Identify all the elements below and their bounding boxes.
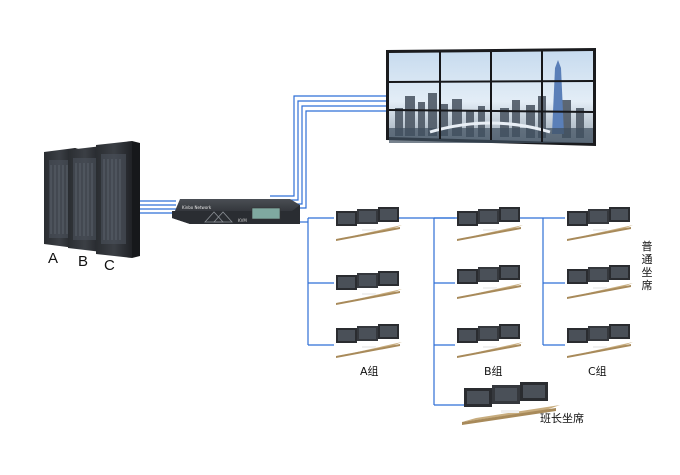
rack-label-c: C	[104, 257, 115, 274]
rack-label-a: A	[48, 250, 59, 267]
supervisor-seat-label: 班长坐席	[540, 412, 584, 425]
seat-c2	[567, 265, 633, 299]
regular-seats-label: 普通坐席	[641, 240, 653, 292]
group-b-label: B组	[484, 365, 503, 378]
tower-icon	[552, 60, 564, 134]
kvm-device: Kinbo Network KVM	[172, 199, 300, 224]
seat-b1	[457, 207, 523, 241]
rack-label-b: B	[78, 253, 89, 270]
rack-cables	[135, 200, 176, 214]
supervisor-seat	[462, 382, 560, 425]
wall-cables	[270, 95, 386, 209]
group-c-label: C组	[588, 365, 607, 378]
seat-a3	[336, 324, 402, 358]
video-wall	[386, 48, 596, 146]
seat-c1	[567, 207, 633, 241]
seat-b2	[457, 265, 523, 299]
device-model: KVM	[238, 218, 247, 223]
seat-a2	[336, 271, 402, 305]
group-a-label: A组	[360, 365, 379, 378]
device-brand: Kinbo Network	[182, 205, 212, 210]
seat-network-lines	[298, 217, 565, 406]
rack-c	[96, 141, 140, 258]
rack-b	[68, 146, 109, 252]
seat-b3	[457, 324, 523, 358]
seat-c3	[567, 324, 633, 358]
seat-a1	[336, 207, 402, 241]
